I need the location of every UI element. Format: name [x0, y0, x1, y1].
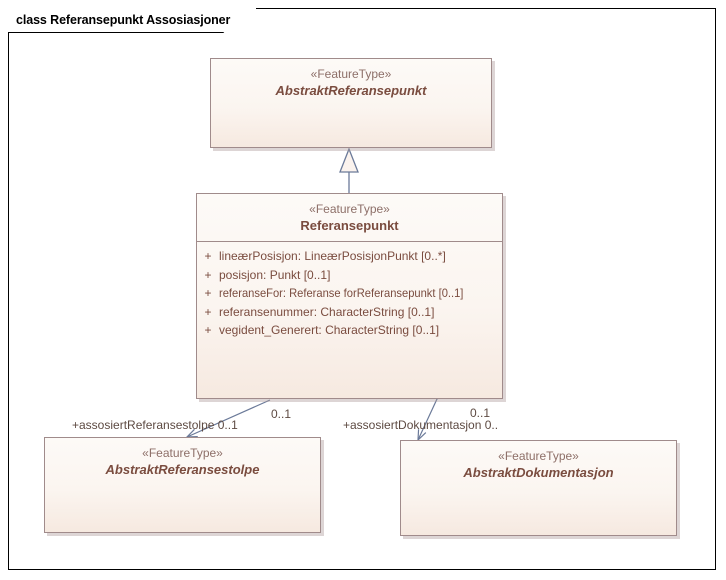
class-stereotype: «FeatureType»: [310, 67, 392, 81]
attribute-visibility: +: [204, 286, 212, 300]
class-header: «FeatureType» AbstraktDokumentasjon: [401, 441, 676, 488]
attribute-visibility: +: [204, 249, 212, 263]
class-compartment-divider: [197, 241, 502, 242]
class-header: «FeatureType» AbstraktReferansepunkt: [211, 59, 491, 106]
attribute-visibility: +: [204, 304, 212, 319]
attribute-row[interactable]: + referanseFor: Referanse forReferansepu…: [197, 284, 502, 303]
class-attributes-compartment: + lineærPosisjon: LineærPosisjonPunkt [0…: [197, 242, 502, 346]
attribute-visibility: +: [204, 267, 212, 282]
attribute-text: referansenummer: CharacterString [0..1]: [219, 304, 435, 319]
diagram-title: class Referansepunkt Assosiasjoner: [16, 13, 231, 27]
attribute-text: vegident_Generert: CharacterString [0..1…: [219, 323, 440, 337]
class-stereotype: «FeatureType»: [498, 449, 579, 463]
class-referansepunkt[interactable]: «FeatureType» Referansepunkt + lineærPos…: [196, 193, 503, 399]
attribute-row[interactable]: + posisjon: Punkt [0..1]: [197, 266, 502, 285]
class-stereotype: «FeatureType»: [142, 446, 223, 460]
association-label-dokumentasjon: +assosiertDokumentasjon 0..: [343, 418, 499, 432]
class-name: AbstraktReferansepunkt: [275, 83, 427, 98]
attribute-visibility: +: [204, 323, 212, 337]
association-label-referansestolpe: +assosiertReferansestolpe 0..1: [72, 418, 238, 432]
class-name: AbstraktReferansestolpe: [105, 462, 260, 477]
attribute-text: lineærPosisjon: LineærPosisjonPunkt [0..…: [219, 249, 446, 263]
attribute-row[interactable]: + referansenummer: CharacterString [0..1…: [197, 303, 502, 322]
class-abstrakt-referansestolpe[interactable]: «FeatureType» AbstraktReferansestolpe: [44, 437, 321, 533]
multiplicity-source-dokumentasjon: 0..1: [470, 406, 491, 420]
attribute-row[interactable]: + lineærPosisjon: LineærPosisjonPunkt [0…: [197, 247, 502, 266]
class-name: AbstraktDokumentasjon: [463, 465, 614, 480]
class-abstrakt-referansepunkt[interactable]: «FeatureType» AbstraktReferansepunkt: [210, 58, 492, 148]
class-header: «FeatureType» Referansepunkt: [197, 194, 502, 241]
attribute-text: posisjon: Punkt [0..1]: [219, 267, 331, 282]
diagram-frame: [8, 8, 716, 570]
class-name: Referansepunkt: [300, 218, 399, 233]
attribute-row[interactable]: + vegident_Generert: CharacterString [0.…: [197, 321, 502, 340]
multiplicity-source-referansestolpe: 0..1: [271, 407, 292, 421]
diagram-title-tab: class Referansepunkt Assosiasjoner: [8, 8, 257, 32]
class-stereotype: «FeatureType»: [309, 202, 390, 216]
class-header: «FeatureType» AbstraktReferansestolpe: [45, 438, 320, 485]
attribute-text: referanseFor: Referanse forReferansepunk…: [219, 286, 464, 300]
class-abstrakt-dokumentasjon[interactable]: «FeatureType» AbstraktDokumentasjon: [400, 440, 677, 536]
